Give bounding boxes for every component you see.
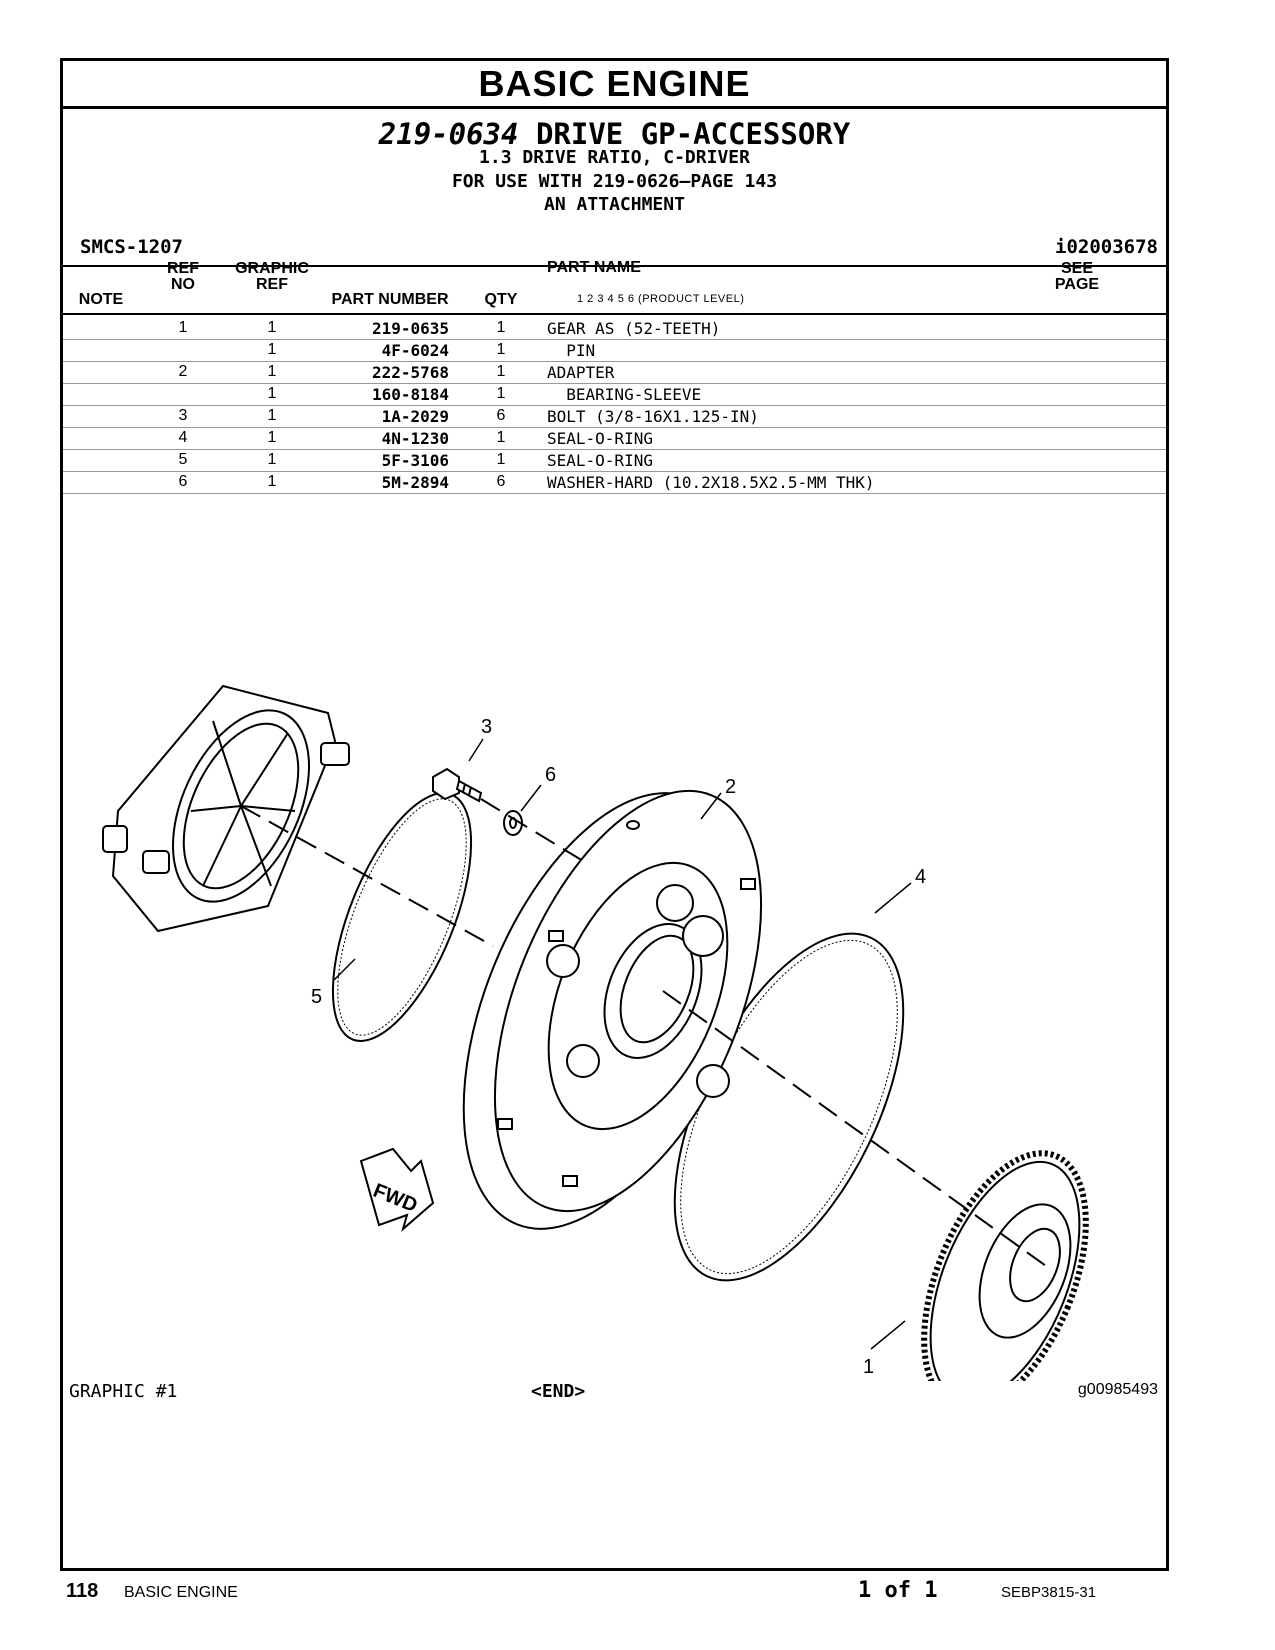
table-row: 3 1 1A-2029 6 BOLT (3/8-16X1.125-IN)	[63, 405, 1166, 428]
qty-cell: 1	[496, 341, 506, 358]
graphic-ref-cell: 1	[267, 407, 277, 424]
callout-1: 1	[863, 1356, 874, 1378]
part-name-cell: SEAL-O-RING	[547, 451, 653, 470]
table-row: 1 4F-6024 1 PIN	[63, 339, 1166, 362]
group-subtitle-1: 1.3 DRIVE RATIO, C-DRIVER	[479, 147, 750, 168]
part-name-cell: ADAPTER	[547, 363, 615, 382]
table-row: 2 1 222-5768 1 ADAPTER	[63, 361, 1166, 384]
smcs-code: SMCS-1207	[80, 236, 183, 258]
qty-cell: 1	[496, 429, 506, 446]
part-number-cell: 1A-2029	[381, 407, 449, 426]
bolt-3-drawing	[432, 767, 483, 803]
footer-doc-number: SEBP3815-31	[1001, 1584, 1097, 1601]
table-row: 5 1 5F-3106 1 SEAL-O-RING	[63, 449, 1166, 472]
product-level-legend: 1 2 3 4 5 6 (PRODUCT LEVEL)	[577, 293, 745, 305]
table-row: 4 1 4N-1230 1 SEAL-O-RING	[63, 427, 1166, 450]
part-name-cell: BOLT (3/8-16X1.125-IN)	[547, 407, 759, 426]
qty-cell: 6	[496, 473, 506, 490]
group-subtitle-2: FOR USE WITH 219-0626—PAGE 143	[451, 171, 778, 192]
footer-section: BASIC ENGINE	[124, 1584, 238, 1601]
callout-2: 2	[725, 776, 736, 798]
callout-leaders	[332, 738, 912, 1350]
callout-3: 3	[481, 716, 492, 738]
table-row: 6 1 5M-2894 6 WASHER-HARD (10.2X18.5X2.5-MM …	[63, 471, 1166, 494]
seal-o-ring-5-drawing	[331, 792, 473, 1042]
ref-no-cell: 5	[178, 451, 188, 468]
graphic-label: GRAPHIC #1	[69, 1381, 178, 1402]
part-number-cell: 4N-1230	[381, 429, 449, 448]
col-qty: QTY	[484, 291, 518, 308]
part-number-cell: 5F-3106	[381, 451, 449, 470]
part-name-cell: BEARING-SLEEVE	[547, 385, 702, 404]
group-part-number: 219-0634	[378, 117, 519, 151]
gear-1-drawing	[921, 1150, 1089, 1381]
end-label: <END>	[531, 1381, 586, 1402]
section-title: BASIC ENGINE	[478, 63, 751, 104]
part-number-cell: 4F-6024	[381, 341, 449, 360]
graphic-ref-cell: 1	[267, 473, 277, 490]
info-id: i02003678	[1055, 236, 1158, 258]
part-number-cell: 160-8184	[371, 385, 449, 404]
cover-housing-drawing	[102, 684, 350, 933]
col-note: NOTE	[78, 291, 124, 308]
qty-cell: 1	[496, 363, 506, 380]
page-frame: BASIC ENGINE 219-0634 DRIVE GP-ACCESSORY…	[60, 58, 1169, 1571]
graphic-ref-cell: 1	[267, 385, 277, 402]
callout-5: 5	[311, 986, 322, 1008]
part-name-cell: PIN	[547, 341, 596, 360]
part-name-cell: SEAL-O-RING	[547, 429, 653, 448]
graphic-ref-cell: 1	[267, 363, 277, 380]
header-band: BASIC ENGINE	[63, 61, 1166, 109]
ref-no-cell: 2	[178, 363, 188, 380]
fwd-arrow: FWD	[359, 1147, 435, 1232]
graphic-ref-cell: 1	[267, 451, 277, 468]
footer-page-number: 118	[66, 1580, 99, 1602]
ref-no-cell: 6	[178, 473, 188, 490]
callout-6: 6	[545, 764, 556, 786]
qty-cell: 1	[496, 385, 506, 402]
part-number-cell: 5M-2894	[381, 473, 449, 492]
qty-cell: 1	[496, 451, 506, 468]
graphic-ref-cell: 1	[267, 341, 277, 358]
table-row: 1 1 219-0635 1 GEAR AS (52-TEETH)	[63, 317, 1166, 340]
adapter-2-drawing	[462, 789, 763, 1230]
graphic-ref-cell: 1	[267, 319, 277, 336]
table-top-rule	[63, 265, 1166, 267]
part-name-cell: GEAR AS (52-TEETH)	[547, 319, 721, 338]
graphic-id: g00985493	[1077, 1381, 1158, 1398]
ref-no-cell: 1	[178, 319, 188, 336]
group-name: DRIVE GP-ACCESSORY	[535, 117, 851, 151]
callout-4: 4	[915, 866, 926, 888]
graphic-ref-cell: 1	[267, 429, 277, 446]
ref-no-cell: 4	[178, 429, 188, 446]
qty-cell: 6	[496, 407, 506, 424]
ref-no-cell: 3	[178, 407, 188, 424]
part-name-cell: WASHER-HARD (10.2X18.5X2.5-MM THK)	[547, 473, 875, 492]
col-part-name: PART NAME	[547, 259, 641, 276]
col-part-number: PART NUMBER	[331, 291, 449, 308]
table-head-rule	[63, 313, 1166, 315]
assembly-axis	[240, 798, 1054, 1272]
group-title: 219-0634 DRIVE GP-ACCESSORY	[63, 117, 1166, 151]
part-number-cell: 222-5768	[371, 363, 449, 382]
group-subtitle-3: AN ATTACHMENT	[544, 194, 685, 215]
table-row: 1 160-8184 1 BEARING-SLEEVE	[63, 383, 1166, 406]
footer-page-count: 1 of 1	[858, 1578, 938, 1603]
part-number-cell: 219-0635	[371, 319, 449, 338]
exploded-view-drawing: FWD 1 2 3 4 5 6	[102, 684, 1089, 1381]
qty-cell: 1	[496, 319, 506, 336]
